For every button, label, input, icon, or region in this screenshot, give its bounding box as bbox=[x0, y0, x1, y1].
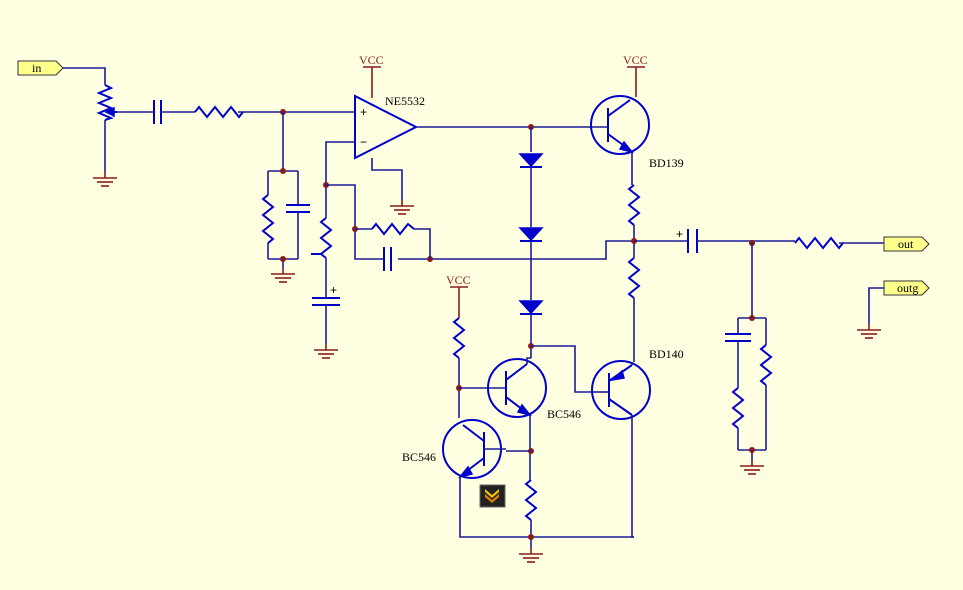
output-ground-port: outg bbox=[883, 280, 930, 296]
transistor-bd140 bbox=[591, 360, 651, 420]
ground-symbol bbox=[389, 199, 415, 215]
transistor-label: BC546 bbox=[547, 407, 581, 421]
svg-text:outg: outg bbox=[897, 281, 918, 295]
vcc-label: VCC bbox=[446, 273, 471, 287]
output-resistor bbox=[794, 236, 844, 250]
down-chevrons-icon bbox=[479, 484, 506, 508]
zobel-capacitor bbox=[725, 333, 751, 342]
svg-text:out: out bbox=[898, 237, 914, 251]
svg-text:in: in bbox=[32, 61, 41, 75]
svg-text:+: + bbox=[676, 227, 683, 241]
ground-symbol bbox=[518, 547, 544, 563]
diode bbox=[518, 300, 544, 315]
output-port: out bbox=[883, 236, 930, 252]
ground-symbol bbox=[739, 459, 765, 475]
feedback-resistor bbox=[371, 222, 415, 236]
transistor-bc546 bbox=[487, 358, 547, 418]
feedback-resistor-ground bbox=[311, 217, 333, 259]
diode bbox=[518, 227, 544, 242]
emitter-resistor bbox=[627, 257, 641, 299]
svg-text:+: + bbox=[330, 283, 337, 297]
ground-symbol bbox=[270, 267, 296, 283]
input-port: in bbox=[17, 60, 64, 76]
potentiometer bbox=[96, 84, 117, 121]
ground-symbol bbox=[313, 343, 339, 359]
emitter-resistor bbox=[627, 184, 641, 226]
transistor-label: BD139 bbox=[649, 156, 684, 170]
input-capacitor bbox=[153, 100, 162, 124]
transistor-label: BD140 bbox=[649, 347, 684, 361]
opamp-label: NE5532 bbox=[385, 94, 425, 108]
zobel-resistor bbox=[731, 387, 745, 429]
output-capacitor: + bbox=[676, 227, 698, 253]
diode bbox=[518, 153, 544, 168]
filter-resistor bbox=[261, 194, 275, 244]
svg-text:+: + bbox=[360, 105, 367, 119]
ground-symbol bbox=[92, 171, 118, 187]
load-resistor bbox=[759, 344, 773, 386]
vcc-label: VCC bbox=[623, 53, 648, 67]
transistor-bd139 bbox=[590, 95, 650, 155]
vcc-label: VCC bbox=[359, 53, 384, 67]
feedback-capacitor bbox=[383, 247, 392, 271]
transistor-label: BC546 bbox=[402, 450, 436, 464]
bias-emitter-resistor bbox=[524, 479, 538, 521]
opamp-ne5532: + − bbox=[354, 94, 419, 160]
svg-text:−: − bbox=[360, 135, 367, 149]
filter-capacitor bbox=[286, 204, 310, 213]
input-resistor bbox=[194, 105, 244, 119]
ground-symbol bbox=[856, 323, 882, 339]
bias-resistor bbox=[452, 317, 466, 359]
